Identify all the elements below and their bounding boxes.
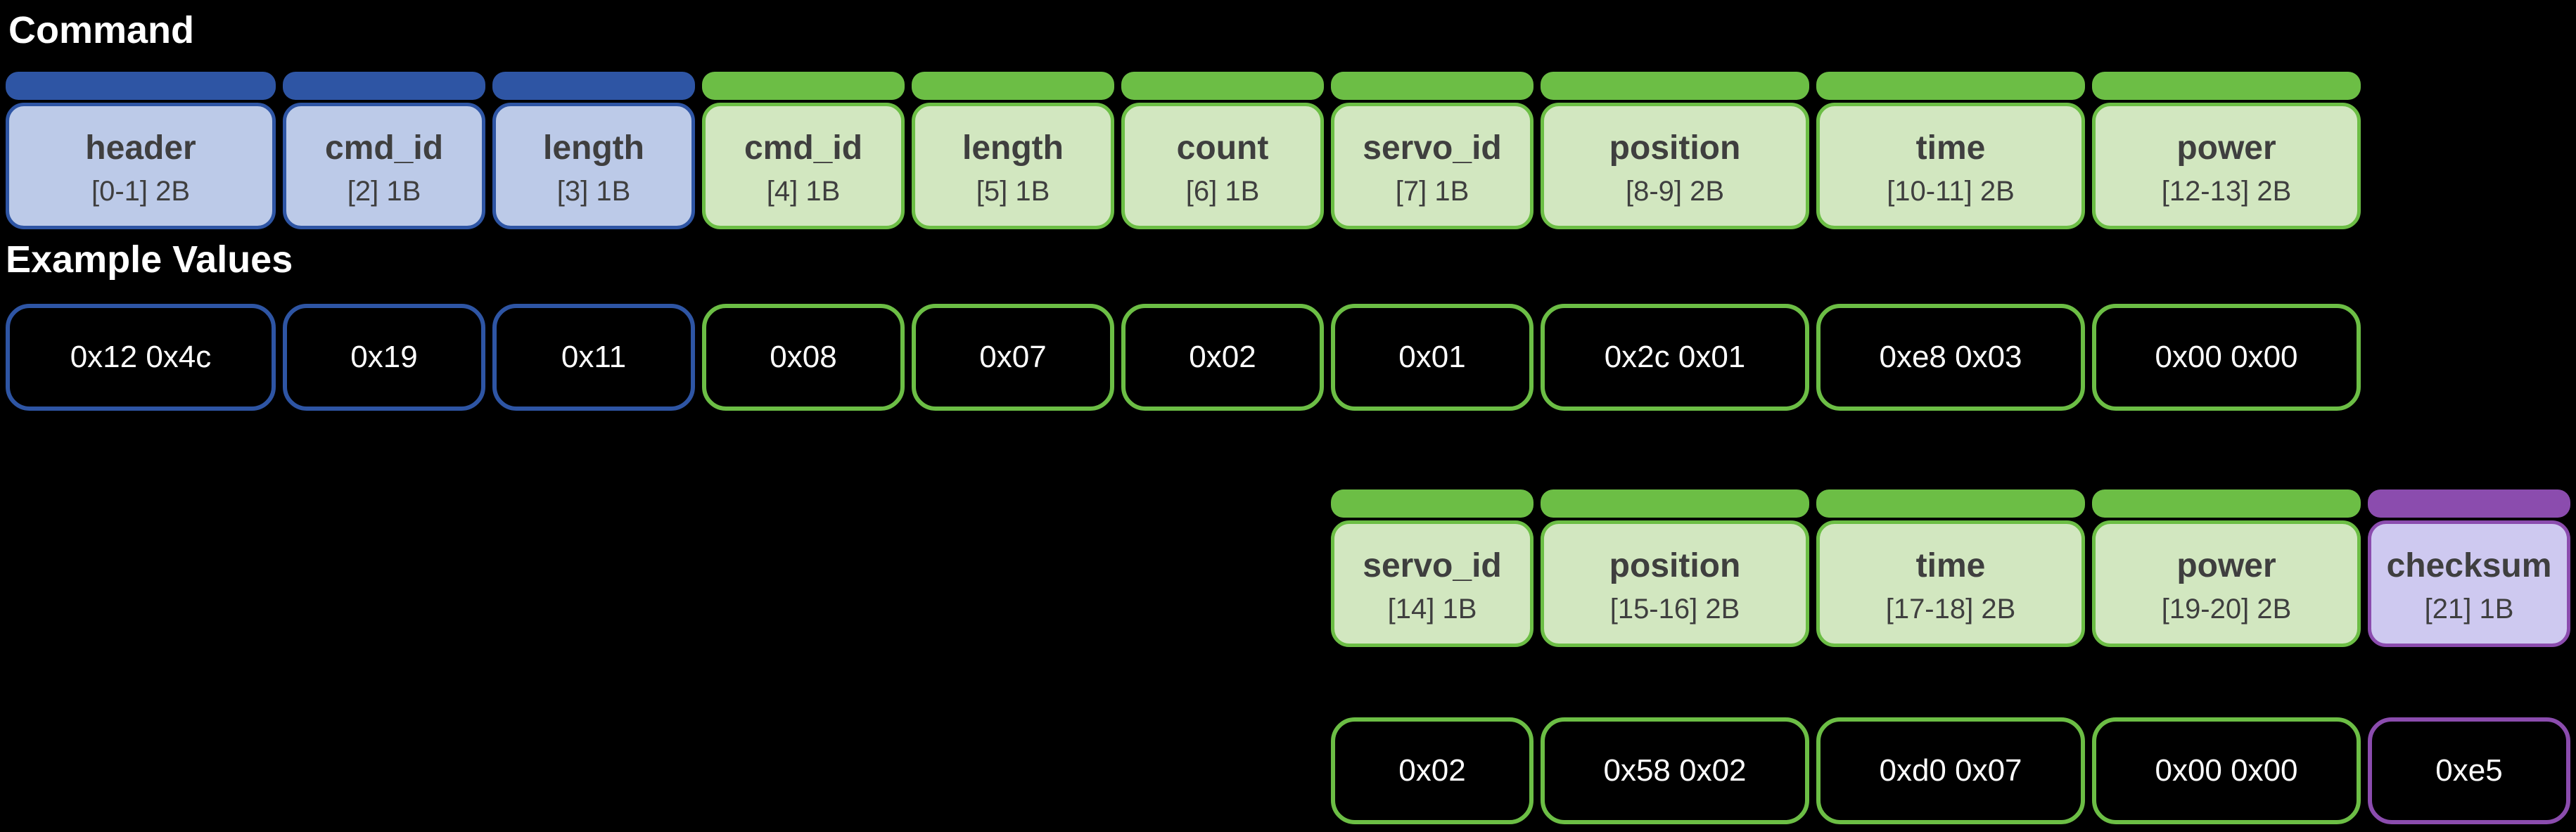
- field-name: header: [85, 129, 196, 167]
- field-bytes: [21] 1B: [2424, 594, 2514, 625]
- example-length-2: 0x07: [912, 304, 1114, 411]
- field-name: cmd_id: [324, 129, 444, 167]
- block-top-bar: [2092, 72, 2361, 100]
- servo2-example-values-row: 0x02 0x58 0x02 0xd0 0x07 0x00 0x00 0xe5: [1331, 717, 2570, 824]
- example-power: 0x00 0x00: [2092, 304, 2361, 411]
- command-title: Command: [8, 9, 195, 51]
- example-position: 0x2c 0x01: [1541, 304, 1809, 411]
- block-body: time [10-11] 2B: [1816, 103, 2085, 229]
- example-header: 0x12 0x4c: [6, 304, 276, 411]
- block-body: servo_id [7] 1B: [1331, 103, 1534, 229]
- field-name: servo_id: [1363, 546, 1502, 584]
- field-count: count [6] 1B: [1121, 72, 1324, 229]
- block-top-bar: [1816, 489, 2085, 518]
- block-body: length [5] 1B: [912, 103, 1114, 229]
- field-time: time [10-11] 2B: [1816, 72, 2085, 229]
- field-length-2: length [5] 1B: [912, 72, 1114, 229]
- block-top-bar: [2092, 489, 2361, 518]
- field-bytes: [10-11] 2B: [1887, 176, 2015, 207]
- block-top-bar: [2368, 489, 2570, 518]
- field-bytes: [2] 1B: [347, 176, 421, 207]
- field-name: position: [1609, 546, 1741, 584]
- block-top-bar: [1541, 72, 1809, 100]
- field-bytes: [7] 1B: [1395, 176, 1469, 207]
- field-power: power [12-13] 2B: [2092, 72, 2361, 229]
- block-body: length [3] 1B: [492, 103, 695, 229]
- field-position: position [8-9] 2B: [1541, 72, 1809, 229]
- field-bytes: [4] 1B: [766, 176, 841, 207]
- field-bytes: [15-16] 2B: [1609, 594, 1740, 625]
- block-body: cmd_id [4] 1B: [702, 103, 905, 229]
- example-checksum: 0xe5: [2368, 717, 2570, 824]
- field-length: length [3] 1B: [492, 72, 695, 229]
- example-servo-id: 0x01: [1331, 304, 1534, 411]
- block-body: power [19-20] 2B: [2092, 520, 2361, 647]
- field-cmd-id-2: cmd_id [4] 1B: [702, 72, 905, 229]
- field-name: servo_id: [1363, 129, 1502, 167]
- field-bytes: [12-13] 2B: [2161, 176, 2292, 207]
- field-bytes: [19-20] 2B: [2161, 594, 2292, 625]
- field-header: header [0-1] 2B: [6, 72, 276, 229]
- example-time-2: 0xd0 0x07: [1816, 717, 2085, 824]
- block-top-bar: [1331, 489, 1534, 518]
- field-checksum: checksum [21] 1B: [2368, 489, 2570, 647]
- field-name: position: [1609, 129, 1741, 167]
- block-top-bar: [6, 72, 276, 100]
- field-cmd-id: cmd_id [2] 1B: [283, 72, 485, 229]
- example-cmd-id-2: 0x08: [702, 304, 905, 411]
- block-top-bar: [1331, 72, 1534, 100]
- block-body: position [15-16] 2B: [1541, 520, 1809, 647]
- block-top-bar: [1121, 72, 1324, 100]
- field-bytes: [14] 1B: [1387, 594, 1477, 625]
- field-name: length: [543, 129, 644, 167]
- command-example-values-row: 0x12 0x4c 0x19 0x11 0x08 0x07 0x02 0x01 …: [6, 304, 2361, 411]
- field-power-2: power [19-20] 2B: [2092, 489, 2361, 647]
- field-bytes: [3] 1B: [556, 176, 631, 207]
- field-bytes: [0-1] 2B: [91, 176, 191, 207]
- block-body: time [17-18] 2B: [1816, 520, 2085, 647]
- block-body: cmd_id [2] 1B: [283, 103, 485, 229]
- field-servo-id-2: servo_id [14] 1B: [1331, 489, 1534, 647]
- field-name: power: [2176, 129, 2276, 167]
- servo2-fields-row: servo_id [14] 1B position [15-16] 2B tim…: [1331, 489, 2570, 647]
- block-body: count [6] 1B: [1121, 103, 1324, 229]
- example-time: 0xe8 0x03: [1816, 304, 2085, 411]
- field-name: length: [962, 129, 1064, 167]
- field-time-2: time [17-18] 2B: [1816, 489, 2085, 647]
- block-top-bar: [1816, 72, 2085, 100]
- field-bytes: [17-18] 2B: [1885, 594, 2016, 625]
- block-body: servo_id [14] 1B: [1331, 520, 1534, 647]
- block-body: checksum [21] 1B: [2368, 520, 2570, 647]
- example-cmd-id: 0x19: [283, 304, 485, 411]
- example-length: 0x11: [492, 304, 695, 411]
- example-values-title: Example Values: [6, 238, 293, 281]
- field-name: time: [1915, 546, 1986, 584]
- block-top-bar: [492, 72, 695, 100]
- field-bytes: [6] 1B: [1185, 176, 1260, 207]
- field-name: power: [2176, 546, 2276, 584]
- command-fields-row: header [0-1] 2B cmd_id [2] 1B length [3]…: [6, 72, 2361, 229]
- block-top-bar: [912, 72, 1114, 100]
- example-power-2: 0x00 0x00: [2092, 717, 2361, 824]
- field-name: cmd_id: [744, 129, 863, 167]
- field-bytes: [8-9] 2B: [1625, 176, 1725, 207]
- field-name: time: [1915, 129, 1986, 167]
- block-top-bar: [283, 72, 485, 100]
- field-name: count: [1176, 129, 1269, 167]
- field-bytes: [5] 1B: [976, 176, 1050, 207]
- block-body: header [0-1] 2B: [6, 103, 276, 229]
- example-servo-id-2: 0x02: [1331, 717, 1534, 824]
- example-position-2: 0x58 0x02: [1541, 717, 1809, 824]
- field-position-2: position [15-16] 2B: [1541, 489, 1809, 647]
- field-servo-id: servo_id [7] 1B: [1331, 72, 1534, 229]
- field-name: checksum: [2386, 546, 2552, 584]
- block-top-bar: [702, 72, 905, 100]
- block-top-bar: [1541, 489, 1809, 518]
- example-count: 0x02: [1121, 304, 1324, 411]
- block-body: power [12-13] 2B: [2092, 103, 2361, 229]
- block-body: position [8-9] 2B: [1541, 103, 1809, 229]
